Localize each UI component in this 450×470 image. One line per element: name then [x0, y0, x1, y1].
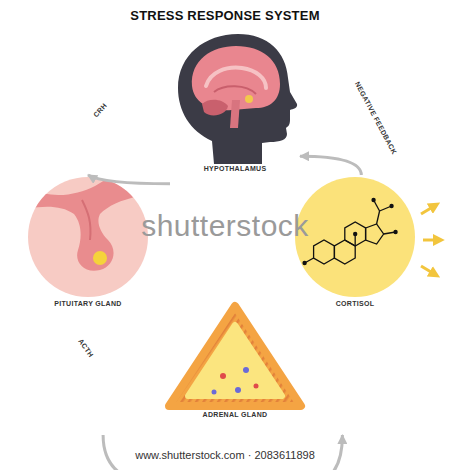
node-label: ADRENAL GLAND	[165, 410, 305, 419]
watermark: shutterstock	[141, 209, 309, 243]
cortisol-node: CORTISOL	[292, 175, 418, 435]
node-label-text: CORTISOL	[336, 299, 375, 308]
diagram-title: STRESS RESPONSE SYSTEM	[0, 8, 450, 23]
arrow-label: CRH	[90, 100, 110, 121]
node-label: CORTISOL	[292, 299, 418, 308]
pituitary-illustration	[20, 177, 148, 297]
arrow-label: ACTH	[75, 335, 97, 360]
node-label-text: PITUITARY GLAND	[54, 299, 121, 308]
adrenal-node: ADRENAL GLAND	[165, 302, 305, 470]
flow-arrow	[300, 156, 361, 175]
footer-text: www.shutterstock.com · 2083611898	[135, 449, 315, 461]
node-label-text: ADRENAL GLAND	[203, 410, 268, 419]
pituitary-node: PITUITARY GLAND	[25, 175, 151, 435]
hypothalamus-node: HYPOTHALAMUS	[170, 32, 300, 308]
cortisol-illustration	[295, 177, 440, 297]
flow-arrow	[88, 175, 170, 184]
adrenal-illustration	[169, 306, 301, 406]
arrow-label: NEGATIVE FEEDBACK	[352, 78, 400, 157]
node-label: HYPOTHALAMUS	[170, 164, 300, 173]
head-illustration	[178, 34, 297, 164]
node-label-text: HYPOTHALAMUS	[204, 164, 267, 173]
node-label: PITUITARY GLAND	[25, 299, 151, 308]
